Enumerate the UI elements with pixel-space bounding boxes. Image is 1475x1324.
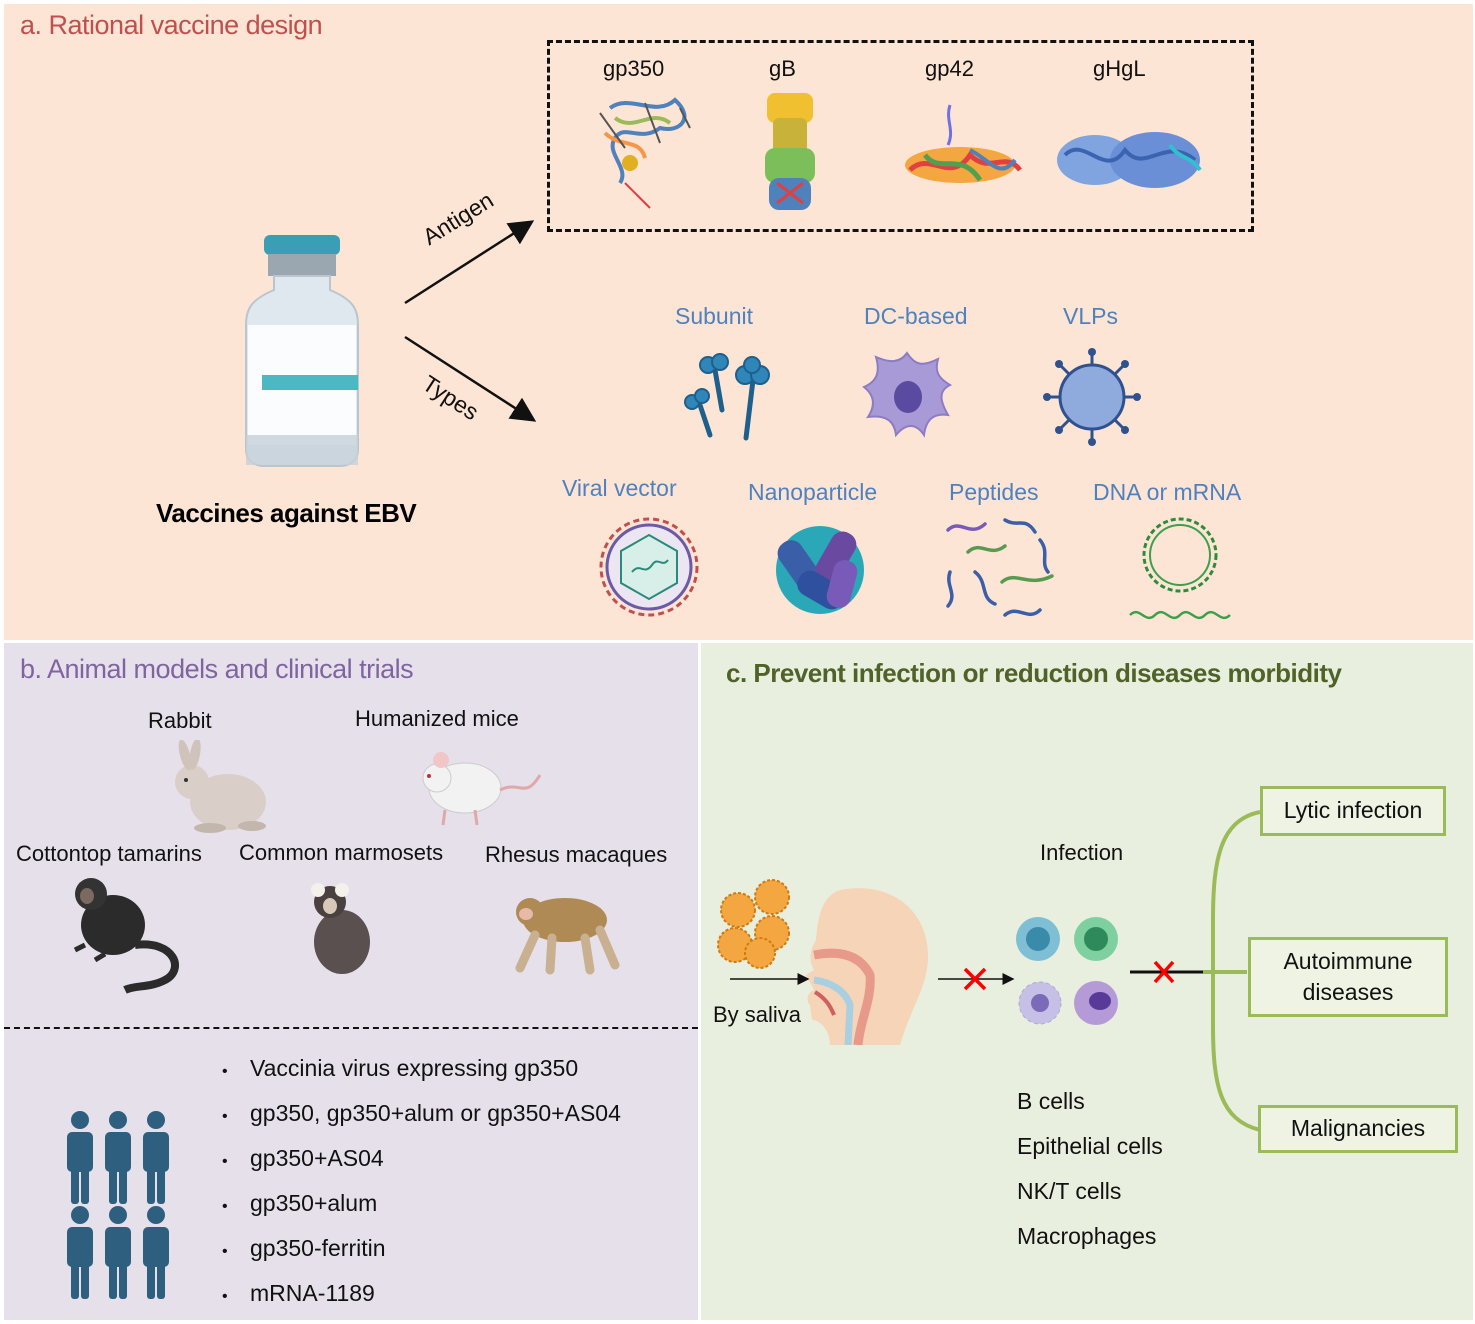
vial-label: Vaccines against EBV — [156, 498, 417, 528]
rabbit-icon — [175, 740, 266, 833]
animal-label-rabbit: Rabbit — [148, 708, 212, 733]
animal-label-rhesus-macaques: Rhesus macaques — [485, 842, 668, 867]
dc-based-icon — [862, 351, 953, 438]
vlps-icon — [1043, 348, 1141, 446]
trial-item: gp350, gp350+alum or gp350+AS04 — [222, 1095, 621, 1140]
animal-label-cottontop-tamarins: Cottontop tamarins — [16, 841, 202, 866]
outcome-lytic-infection: Lytic infection — [1260, 786, 1446, 836]
cottontop-tamarin-icon — [73, 878, 179, 994]
type-label-peptides: Peptides — [949, 479, 1039, 505]
animal-label-common-marmosets: Common marmosets — [239, 840, 444, 865]
cell-types-list: B cells Epithelial cells NK/T cells Macr… — [1017, 1088, 1163, 1268]
route-label: By saliva — [713, 1002, 802, 1027]
antigen-box — [547, 40, 1254, 232]
panel-b-divider — [4, 1027, 698, 1029]
panel-c-title: c. Prevent infection or reduction diseas… — [726, 658, 1342, 688]
rhesus-macaque-icon — [515, 898, 620, 975]
cell-type-item: NK/T cells — [1017, 1178, 1122, 1204]
trial-item: mRNA-1189 — [222, 1275, 621, 1320]
antigen-label-gb: gB — [769, 56, 796, 81]
block-mark-icon — [963, 967, 987, 991]
antigen-label-gp350: gp350 — [603, 56, 665, 81]
branch-arrows — [404, 220, 537, 422]
trial-item: gp350-ferritin — [222, 1230, 621, 1275]
type-label-nanoparticle: Nanoparticle — [748, 479, 878, 505]
subunit-icon — [684, 353, 770, 441]
cell-type-item: Epithelial cells — [1017, 1133, 1163, 1159]
trial-item: gp350+AS04 — [222, 1140, 621, 1185]
infection-arrows — [730, 967, 1015, 991]
viral-vector-icon — [599, 517, 699, 617]
target-cells-icon — [1016, 917, 1118, 1025]
humanized-mouse-icon — [422, 752, 542, 826]
ghgl-structure-icon — [1057, 132, 1202, 188]
infection-label: Infection — [1040, 840, 1124, 865]
type-label-dc-based: DC-based — [864, 303, 968, 329]
outcome-bracket — [1130, 810, 1261, 1132]
antigen-label-ghgl: gHgL — [1093, 56, 1146, 81]
ebv-virus-icon — [717, 879, 790, 969]
type-label-dna-mrna: DNA or mRNA — [1093, 479, 1242, 505]
cell-type-item: Macrophages — [1017, 1223, 1157, 1249]
vaccine-vial-icon — [245, 235, 359, 467]
type-label-viral-vector: Viral vector — [562, 475, 677, 501]
common-marmoset-icon — [311, 883, 370, 974]
gp42-structure-icon — [905, 104, 1022, 183]
people-group-icon — [67, 1111, 169, 1299]
clinical-trials-list: Vaccinia virus expressing gp350 gp350, g… — [222, 1050, 621, 1320]
nanoparticle-icon — [776, 526, 864, 614]
trial-item: gp350+alum — [222, 1185, 621, 1230]
trial-item: Vaccinia virus expressing gp350 — [222, 1050, 621, 1095]
outcome-malignancies: Malignancies — [1258, 1105, 1458, 1153]
antigen-arrow — [404, 220, 535, 305]
type-label-subunit: Subunit — [675, 303, 754, 329]
type-label-vlps: VLPs — [1063, 303, 1118, 329]
block-mark-icon — [1153, 960, 1175, 984]
panel-b-title: b. Animal models and clinical trials — [20, 654, 414, 684]
gp350-structure-icon — [599, 97, 691, 209]
peptides-icon — [946, 518, 1054, 617]
head-profile-icon — [806, 888, 929, 1045]
dna-mrna-icon — [1129, 517, 1231, 620]
outcome-autoimmune-diseases: Autoimmune diseases — [1248, 937, 1448, 1017]
gb-structure-icon — [765, 93, 815, 210]
animal-label-humanized-mice: Humanized mice — [355, 706, 519, 731]
panel-a-title: a. Rational vaccine design — [20, 10, 323, 40]
antigen-label-gp42: gp42 — [925, 56, 974, 81]
cell-type-item: B cells — [1017, 1088, 1085, 1114]
types-arrow — [404, 335, 537, 422]
